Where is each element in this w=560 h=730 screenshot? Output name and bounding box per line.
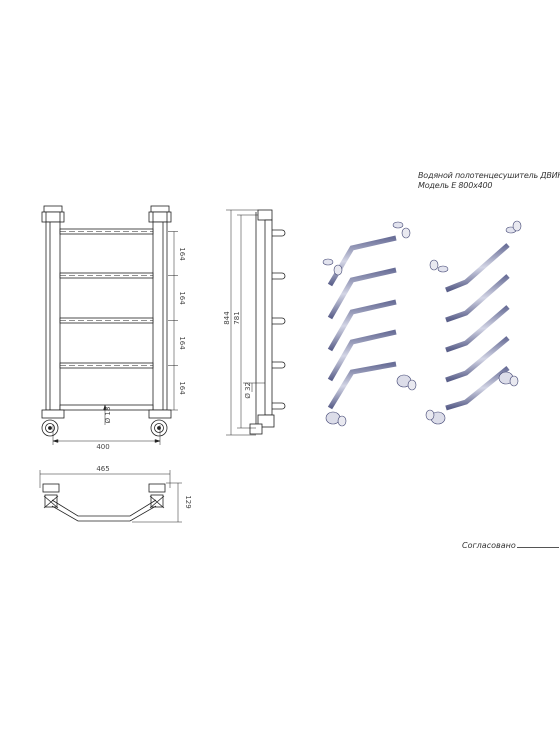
overall-width-label: 465 <box>96 465 109 473</box>
rung <box>327 267 397 320</box>
rung <box>327 299 397 352</box>
rung <box>445 305 510 353</box>
right-top-cap <box>148 205 172 223</box>
side-view-labels: 844 781 Ø 32 <box>223 311 252 399</box>
front-view-labels: 164 164 164 164 Ø 18 400 <box>96 247 186 451</box>
inner-height-label: 781 <box>233 311 241 324</box>
isometric-view-right <box>425 220 522 425</box>
height-dimensions <box>226 209 265 436</box>
overall-height-label: 844 <box>223 311 231 325</box>
right-vertical-tube <box>152 221 168 411</box>
right-top-connector <box>148 483 166 509</box>
left-vertical-tube <box>45 221 61 411</box>
rung-stub <box>272 317 286 325</box>
top-view-labels: 465 129 <box>96 465 192 509</box>
rail-spacing-dimension <box>168 231 178 411</box>
top-view-tube <box>51 499 157 517</box>
side-top-fitting <box>257 209 273 221</box>
side-upright <box>264 219 273 416</box>
top-view <box>39 470 182 523</box>
rail-spacing-label: 164 <box>178 381 186 395</box>
top-cap <box>322 258 334 266</box>
drawing-title: Водяной полотенцесушитель ДВИН <box>418 171 560 180</box>
width-label: 400 <box>96 443 109 451</box>
rung-stub <box>272 402 286 410</box>
rung-stub <box>272 229 286 237</box>
pipe-diameter-leader <box>103 404 107 425</box>
model-name: Модель E 800x400 <box>418 181 493 190</box>
signature-line <box>516 547 559 548</box>
rung <box>445 243 510 293</box>
tube-diameter-label: Ø 32 <box>244 382 252 399</box>
rungs <box>59 228 154 411</box>
approval-label: Согласовано <box>462 541 516 550</box>
rung <box>327 361 397 410</box>
left-bottom-valve <box>41 409 65 437</box>
top-view-dimensions <box>39 470 182 523</box>
rail-spacing-label: 164 <box>178 247 186 261</box>
left-top-cap <box>41 205 65 223</box>
rail-spacing-label: 164 <box>178 291 186 305</box>
width-dimension <box>52 425 161 445</box>
depth-label: 129 <box>184 495 192 508</box>
top-cap <box>392 221 404 229</box>
rung <box>445 274 510 323</box>
top-cap <box>437 265 449 273</box>
rung <box>327 329 397 382</box>
front-view <box>41 205 178 445</box>
side-view <box>226 209 286 436</box>
isometric-view-left <box>322 221 417 427</box>
rung-stub <box>272 272 286 280</box>
rail-spacing-label: 164 <box>178 336 186 350</box>
approval-field: Согласовано <box>462 541 559 550</box>
left-top-connector <box>42 483 60 509</box>
rung <box>445 366 510 411</box>
rung <box>445 336 510 383</box>
rung-stub <box>272 361 286 369</box>
pipe-diameter-label: Ø 18 <box>104 407 112 424</box>
